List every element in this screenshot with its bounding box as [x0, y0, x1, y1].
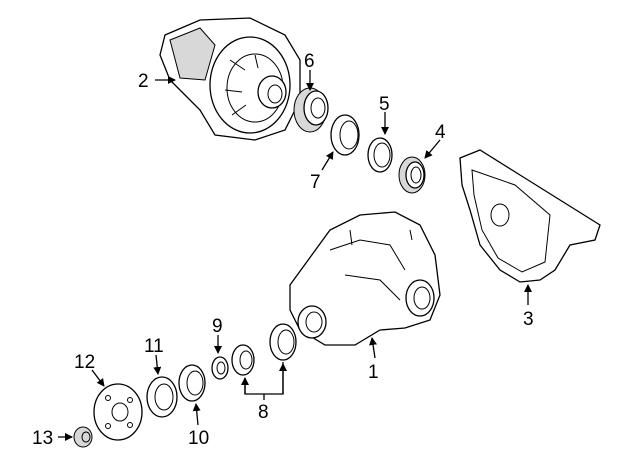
pinion-seal-part[interactable]	[178, 364, 206, 402]
callout-7: 7	[310, 172, 321, 193]
callout-13: 13	[32, 428, 53, 449]
housing-cover-part[interactable]	[459, 149, 601, 283]
axle-seal-part[interactable]	[398, 156, 426, 194]
callout-1: 1	[368, 362, 379, 383]
shim-part[interactable]	[367, 137, 393, 173]
deflector-part[interactable]	[146, 376, 178, 418]
pinion-flange-part[interactable]	[93, 383, 143, 441]
differential-case-part[interactable]	[159, 17, 301, 141]
pinion-nut-part[interactable]	[73, 426, 93, 448]
callout-5: 5	[379, 94, 390, 115]
callout-12: 12	[74, 352, 95, 373]
spacer-part[interactable]	[211, 356, 229, 380]
callout-2: 2	[138, 71, 149, 92]
callout-11: 11	[144, 336, 164, 357]
carrier-housing-part[interactable]	[289, 211, 441, 346]
pinion-bearing-part[interactable]	[231, 323, 297, 376]
callout-4: 4	[435, 122, 446, 143]
callout-10: 10	[188, 428, 209, 449]
bearing-race-part[interactable]	[330, 114, 360, 156]
callout-8: 8	[258, 402, 269, 423]
leader-lines	[58, 70, 532, 441]
callout-6: 6	[304, 51, 315, 72]
bearing-part[interactable]	[293, 87, 329, 133]
callout-3: 3	[523, 309, 534, 330]
callout-9: 9	[212, 316, 223, 337]
